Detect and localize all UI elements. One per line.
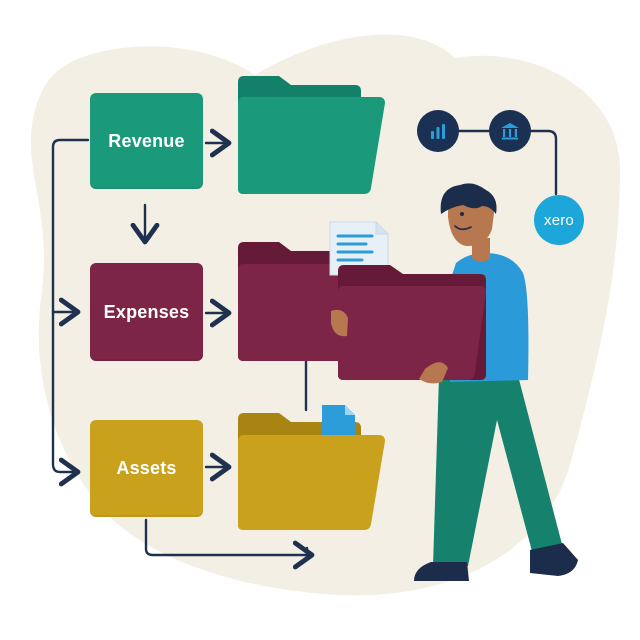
left-branch-line xyxy=(51,138,90,487)
bar-chart-icon xyxy=(431,124,445,139)
xero-node: xero xyxy=(534,195,584,245)
expenses-box: Expenses xyxy=(90,263,203,361)
chart-node xyxy=(417,110,459,152)
revenue-label: Revenue xyxy=(108,130,185,151)
revenue-folder-icon xyxy=(238,76,385,194)
document-icon xyxy=(329,221,389,276)
bank-node xyxy=(489,110,531,152)
xero-label: xero xyxy=(544,211,574,229)
expenses-label: Expenses xyxy=(103,301,190,322)
bank-icon xyxy=(501,123,519,140)
assets-folder-icon xyxy=(238,413,385,530)
assets-label: Assets xyxy=(116,458,177,478)
person-illustration xyxy=(331,183,578,581)
assets-box: Assets xyxy=(90,420,203,517)
bank-to-xero-line xyxy=(529,129,558,196)
asset-file-icon xyxy=(322,405,355,435)
assets-bottom-connector xyxy=(144,518,315,570)
revenue-box: Revenue xyxy=(90,93,203,189)
small-blob xyxy=(345,549,394,579)
